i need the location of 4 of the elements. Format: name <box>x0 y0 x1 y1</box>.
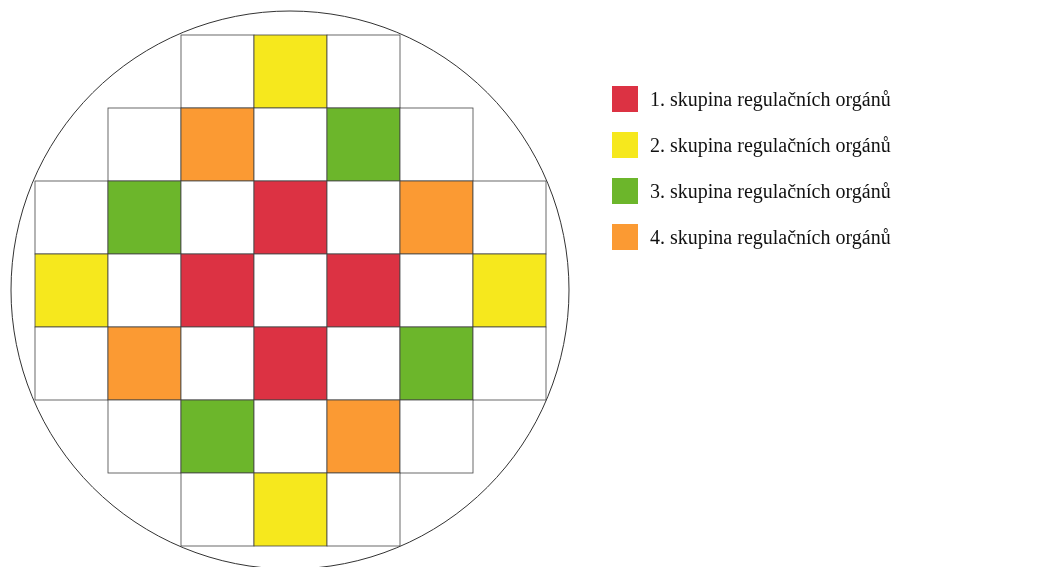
legend-label: 2. skupina regulačních orgánů <box>650 133 891 157</box>
legend-label: 4. skupina regulačních orgánů <box>650 225 891 249</box>
legend-label: 1. skupina regulačních orgánů <box>650 87 891 111</box>
legend-label: 3. skupina regulačních orgánů <box>650 179 891 203</box>
